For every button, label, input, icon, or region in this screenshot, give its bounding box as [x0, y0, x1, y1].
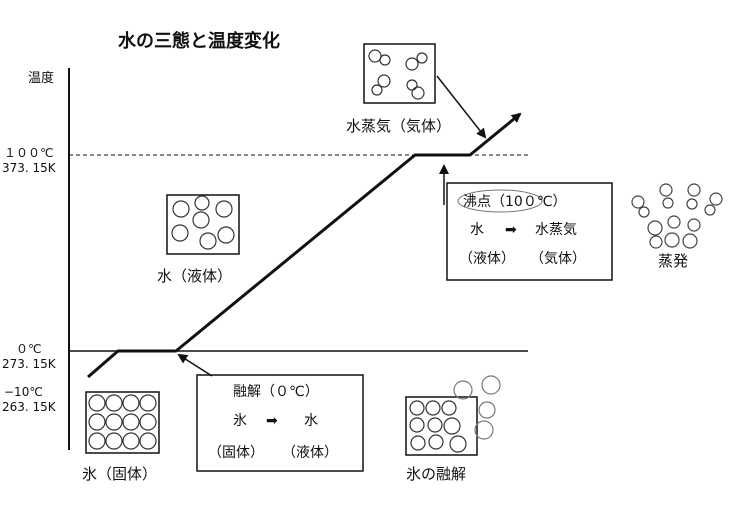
- particle: [667, 215, 681, 229]
- particle: [122, 432, 140, 450]
- particle: [409, 417, 425, 433]
- particle: [704, 204, 716, 216]
- particle: [410, 435, 426, 451]
- boiling-to: 水蒸気: [535, 222, 577, 238]
- vapor-particles-box: [363, 43, 436, 104]
- melting-title: 融解（０℃）: [233, 384, 319, 400]
- melting-point-box: [196, 374, 364, 472]
- particle: [88, 413, 106, 431]
- particle: [371, 84, 383, 96]
- particle: [105, 432, 123, 450]
- particle: [687, 183, 701, 197]
- melting-from-state: （固体）: [208, 445, 264, 461]
- particle: [122, 394, 140, 412]
- particle: [425, 400, 441, 416]
- particle: [192, 211, 210, 229]
- particle: [441, 400, 457, 416]
- particle: [478, 401, 496, 419]
- particle: [638, 206, 650, 218]
- evaporation-particles: [631, 183, 723, 249]
- melting-pointer-arrow: [177, 353, 213, 377]
- particle: [411, 86, 425, 100]
- particle: [686, 198, 698, 210]
- y-axis-label: 温度: [28, 70, 54, 86]
- particle: [662, 197, 674, 209]
- particle: [105, 394, 123, 412]
- particle: [631, 195, 645, 209]
- particle: [88, 394, 106, 412]
- particle: [427, 417, 443, 433]
- particle: [105, 413, 123, 431]
- melting-to: 水: [304, 413, 318, 429]
- particle: [443, 417, 461, 435]
- tick-263k: 263. 15K: [2, 400, 57, 414]
- particle: [199, 232, 217, 250]
- particle: [171, 224, 189, 242]
- ice-melting-particles: [409, 400, 467, 453]
- particle: [709, 192, 723, 206]
- heating-curve: [87, 112, 522, 379]
- boiling-title: 沸点（10０℃）: [463, 194, 567, 210]
- particle: [377, 74, 391, 88]
- vapor-particles: [368, 49, 428, 100]
- particle: [215, 200, 233, 218]
- boiling-from: 水: [470, 222, 484, 238]
- particle: [481, 375, 501, 395]
- melting-arrow: ➡: [266, 413, 278, 429]
- particle: [379, 54, 391, 66]
- particle: [405, 57, 419, 71]
- particle: [122, 413, 140, 431]
- boiling-from-state: （液体）: [459, 251, 515, 267]
- boiling-highlight: [457, 189, 543, 213]
- particle: [172, 200, 190, 218]
- ice-particles: [88, 394, 157, 450]
- particle: [474, 420, 494, 440]
- vapor-pointer-arrow: [436, 75, 487, 139]
- particle: [217, 226, 235, 244]
- label-water-vapor: 水蒸気（気体）: [346, 117, 451, 135]
- particle: [88, 432, 106, 450]
- particle: [647, 220, 663, 236]
- particle: [453, 380, 473, 400]
- tick-273k: 273. 15K: [2, 357, 57, 371]
- melting-from: 氷: [233, 413, 247, 429]
- label-ice-melting: 氷の融解: [406, 465, 466, 483]
- tick-373k: 373. 15K: [2, 161, 57, 175]
- tick-minus10c: −10℃: [4, 385, 43, 399]
- particle: [649, 235, 663, 249]
- particle: [428, 434, 444, 450]
- particle: [139, 413, 157, 431]
- particle: [368, 49, 382, 63]
- particle: [139, 394, 157, 412]
- escaping-particles: [453, 375, 501, 440]
- liquid-particles: [171, 195, 235, 250]
- label-evaporation: 蒸発: [658, 252, 688, 270]
- tick-0c: ０℃: [16, 342, 41, 356]
- label-ice-solid: 氷（固体）: [82, 465, 157, 483]
- liquid-particles-box: [166, 194, 240, 255]
- melting-to-state: （液体）: [282, 445, 338, 461]
- particle: [139, 432, 157, 450]
- particle: [664, 232, 680, 248]
- particle: [682, 233, 698, 249]
- diagram-title: 水の三態と温度変化: [118, 30, 280, 52]
- boiling-to-state: （気体）: [530, 251, 586, 267]
- particle: [194, 195, 210, 211]
- boiling-arrow: ➡: [505, 222, 517, 238]
- label-water-liquid: 水（液体）: [157, 267, 232, 285]
- particle: [687, 218, 701, 232]
- particle: [659, 183, 673, 197]
- particle: [409, 400, 425, 416]
- particle: [416, 52, 428, 64]
- tick-100c: １００℃: [4, 146, 53, 160]
- particle: [449, 435, 467, 453]
- boiling-point-box: [446, 182, 613, 281]
- particle: [406, 79, 418, 91]
